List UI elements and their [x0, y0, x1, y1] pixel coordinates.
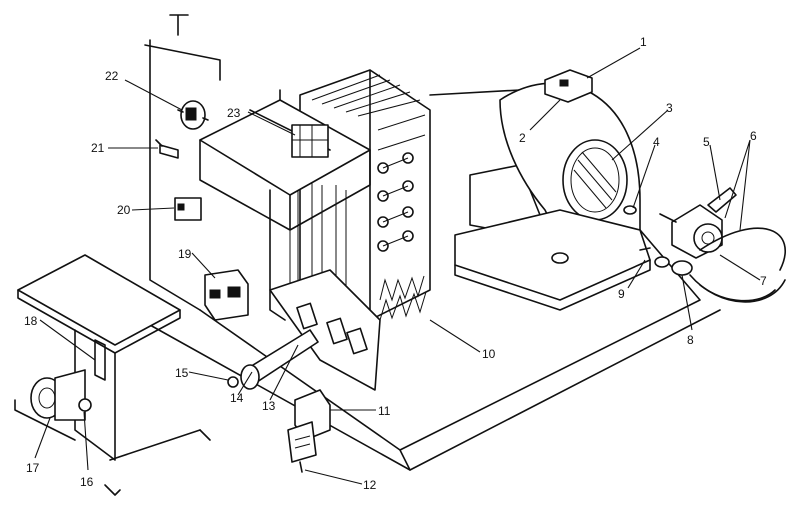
- inducer-table: [14, 254, 181, 461]
- part-17-inducer-motor: [30, 369, 86, 421]
- leader-lines: [34, 47, 761, 485]
- callout-13: 13: [262, 399, 276, 413]
- callout-9: 9: [618, 287, 625, 301]
- callout-18: 18: [24, 314, 38, 328]
- part-16-clamp: [78, 398, 92, 412]
- part-22-switch: [177, 100, 209, 130]
- callout-19: 19: [178, 247, 192, 261]
- part-23-assembly: [291, 124, 329, 158]
- callout-21: 21: [91, 141, 105, 155]
- callout-23: 23: [227, 106, 241, 120]
- heat-exchanger-tubes: [377, 152, 414, 252]
- callout-11: 11: [378, 404, 391, 418]
- part-1-bracket: [544, 69, 593, 103]
- callout-22: 22: [105, 69, 119, 83]
- callout-5: 5: [703, 135, 710, 149]
- callout-20: 20: [117, 203, 131, 217]
- callout-2: 2: [519, 131, 526, 145]
- burner-manifold: [227, 269, 381, 391]
- callout-16: 16: [80, 475, 94, 489]
- part-19-relay: [204, 269, 249, 321]
- cabinet-base: [104, 14, 721, 496]
- part-21-sensor: [155, 139, 179, 159]
- blower-housing: [454, 82, 651, 311]
- callout-6: 6: [750, 129, 757, 143]
- callout-15: 15: [175, 366, 189, 380]
- callout-12: 12: [363, 478, 377, 492]
- callout-labels: 1 2 3 4 5 6 7 8 9 10 11 12 13 14 15 16 1…: [24, 35, 767, 492]
- motor-pulley-assembly: [639, 187, 786, 303]
- callout-8: 8: [687, 333, 694, 347]
- callout-17: 17: [26, 461, 40, 475]
- callout-7: 7: [760, 274, 767, 288]
- gas-valve: [287, 389, 331, 473]
- part-20-control: [174, 197, 202, 221]
- callout-10: 10: [482, 347, 496, 361]
- callout-1: 1: [640, 35, 647, 49]
- callout-3: 3: [666, 101, 673, 115]
- callout-4: 4: [653, 135, 660, 149]
- callout-14: 14: [230, 391, 244, 405]
